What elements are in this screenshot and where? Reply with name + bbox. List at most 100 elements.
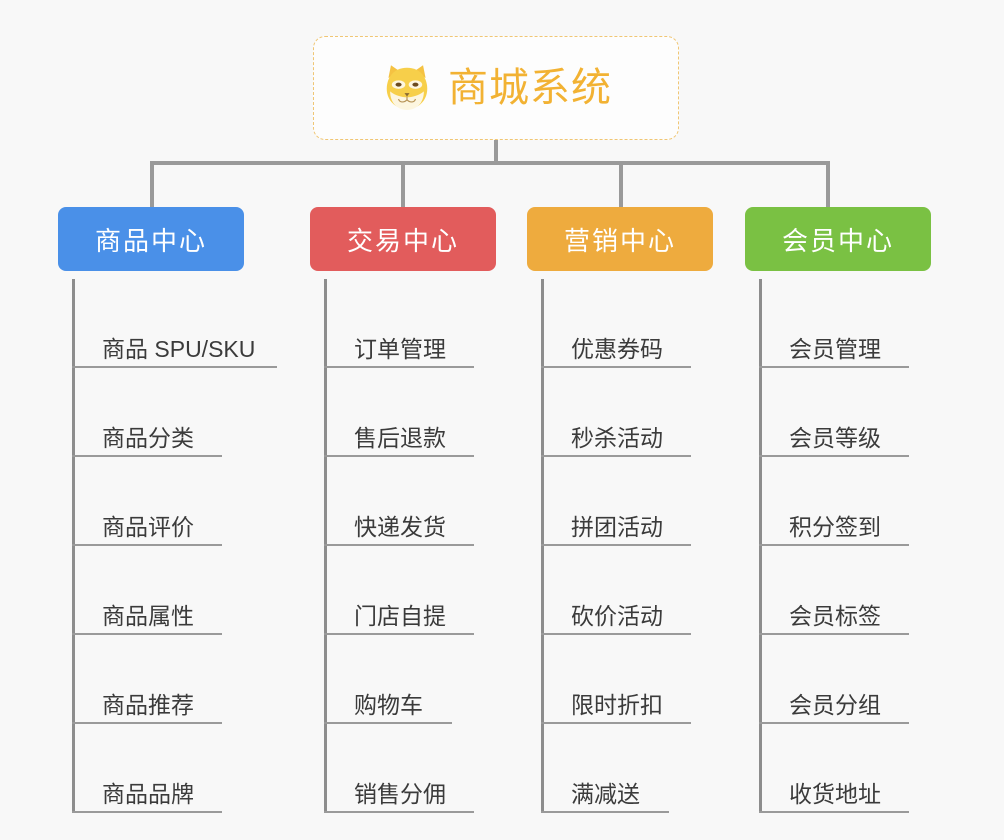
leaf-item[interactable]: 收货地址 bbox=[759, 724, 945, 813]
leaf-item[interactable]: 砍价活动 bbox=[541, 546, 727, 635]
leaf-underline bbox=[759, 722, 909, 724]
leaf-label: 拼团活动 bbox=[571, 513, 663, 540]
category-header-1[interactable]: 交易中心 bbox=[310, 207, 496, 271]
leaf-label: 限时折扣 bbox=[571, 691, 663, 718]
leaf-list-1: 订单管理 售后退款 快递发货 门店自提 购物车 bbox=[310, 279, 510, 813]
leaf-underline bbox=[72, 811, 222, 813]
leaf-underline bbox=[72, 633, 222, 635]
leaf-label: 销售分佣 bbox=[354, 780, 446, 807]
leaf-underline bbox=[759, 633, 909, 635]
leaf-underline bbox=[72, 544, 222, 546]
leaf-label: 秒杀活动 bbox=[571, 424, 663, 451]
category-header-3[interactable]: 会员中心 bbox=[745, 207, 931, 271]
leaf-label: 商品评价 bbox=[102, 513, 194, 540]
leaf-underline bbox=[541, 544, 691, 546]
category-header-0[interactable]: 商品中心 bbox=[58, 207, 244, 271]
leaf-underline bbox=[324, 811, 474, 813]
category-column-3: 会员中心 会员管理 会员等级 积分签到 会员标签 bbox=[745, 207, 945, 813]
leaf-item[interactable]: 拼团活动 bbox=[541, 457, 727, 546]
leaf-underline bbox=[759, 544, 909, 546]
leaf-underline bbox=[759, 455, 909, 457]
root-title: 商城系统 bbox=[448, 66, 612, 110]
leaf-spine bbox=[759, 279, 762, 813]
connector-drop-2 bbox=[619, 161, 623, 207]
leaf-label: 订单管理 bbox=[354, 335, 446, 362]
leaf-label: 会员分组 bbox=[789, 691, 881, 718]
leaf-item[interactable]: 商品推荐 bbox=[72, 635, 288, 724]
connector-drop-1 bbox=[401, 161, 405, 207]
leaf-underline bbox=[72, 455, 222, 457]
leaf-label: 商品 SPU/SKU bbox=[102, 335, 256, 362]
dog-face-icon bbox=[380, 61, 434, 115]
leaf-item[interactable]: 会员管理 bbox=[759, 279, 945, 368]
category-header-label: 交易中心 bbox=[346, 225, 459, 256]
leaf-item[interactable]: 会员分组 bbox=[759, 635, 945, 724]
category-column-2: 营销中心 优惠券码 秒杀活动 拼团活动 砍价活动 bbox=[527, 207, 727, 813]
leaf-underline bbox=[72, 366, 277, 368]
leaf-item[interactable]: 商品品牌 bbox=[72, 724, 288, 813]
leaf-label: 积分签到 bbox=[789, 513, 881, 540]
leaf-underline bbox=[324, 544, 474, 546]
leaf-label: 售后退款 bbox=[354, 424, 446, 451]
leaf-item[interactable]: 门店自提 bbox=[324, 546, 510, 635]
leaf-underline bbox=[324, 455, 474, 457]
leaf-spine bbox=[541, 279, 544, 813]
leaf-list-2: 优惠券码 秒杀活动 拼团活动 砍价活动 限时折扣 bbox=[527, 279, 727, 813]
leaf-label: 商品属性 bbox=[102, 602, 194, 629]
connector-bus bbox=[150, 161, 830, 165]
leaf-underline bbox=[72, 722, 222, 724]
leaf-item[interactable]: 订单管理 bbox=[324, 279, 510, 368]
leaf-label: 优惠券码 bbox=[571, 335, 663, 362]
leaf-label: 满减送 bbox=[571, 780, 640, 807]
category-column-0: 商品中心 商品 SPU/SKU 商品分类 商品评价 商品属性 bbox=[58, 207, 288, 813]
category-header-label: 会员中心 bbox=[781, 225, 894, 256]
leaf-label: 门店自提 bbox=[354, 602, 446, 629]
leaf-list-0: 商品 SPU/SKU 商品分类 商品评价 商品属性 商品推荐 bbox=[58, 279, 288, 813]
leaf-label: 砍价活动 bbox=[571, 602, 663, 629]
root-node[interactable]: 商城系统 bbox=[313, 36, 679, 140]
leaf-label: 快递发货 bbox=[354, 513, 446, 540]
leaf-label: 会员等级 bbox=[789, 424, 881, 451]
leaf-item[interactable]: 积分签到 bbox=[759, 457, 945, 546]
leaf-underline bbox=[759, 366, 909, 368]
leaf-underline bbox=[759, 811, 909, 813]
leaf-label: 会员管理 bbox=[789, 335, 881, 362]
leaf-item[interactable]: 商品评价 bbox=[72, 457, 288, 546]
leaf-item[interactable]: 售后退款 bbox=[324, 368, 510, 457]
leaf-item[interactable]: 优惠券码 bbox=[541, 279, 727, 368]
leaf-underline bbox=[541, 633, 691, 635]
leaf-item[interactable]: 商品 SPU/SKU bbox=[72, 279, 288, 368]
leaf-underline bbox=[541, 811, 669, 813]
leaf-label: 会员标签 bbox=[789, 602, 881, 629]
category-column-1: 交易中心 订单管理 售后退款 快递发货 门店自提 bbox=[310, 207, 510, 813]
leaf-item[interactable]: 销售分佣 bbox=[324, 724, 510, 813]
leaf-item[interactable]: 满减送 bbox=[541, 724, 727, 813]
leaf-spine bbox=[72, 279, 75, 813]
leaf-underline bbox=[541, 455, 691, 457]
leaf-underline bbox=[324, 722, 452, 724]
category-header-2[interactable]: 营销中心 bbox=[527, 207, 713, 271]
leaf-item[interactable]: 商品分类 bbox=[72, 368, 288, 457]
leaf-underline bbox=[541, 722, 691, 724]
leaf-underline bbox=[541, 366, 691, 368]
leaf-item[interactable]: 购物车 bbox=[324, 635, 510, 724]
leaf-spine bbox=[324, 279, 327, 813]
leaf-item[interactable]: 快递发货 bbox=[324, 457, 510, 546]
leaf-label: 商品推荐 bbox=[102, 691, 194, 718]
category-header-label: 商品中心 bbox=[94, 225, 207, 256]
leaf-item[interactable]: 秒杀活动 bbox=[541, 368, 727, 457]
leaf-item[interactable]: 商品属性 bbox=[72, 546, 288, 635]
leaf-label: 商品分类 bbox=[102, 424, 194, 451]
leaf-list-3: 会员管理 会员等级 积分签到 会员标签 会员分组 bbox=[745, 279, 945, 813]
category-header-label: 营销中心 bbox=[563, 225, 676, 256]
leaf-label: 购物车 bbox=[354, 691, 423, 718]
leaf-underline bbox=[324, 366, 474, 368]
leaf-item[interactable]: 会员等级 bbox=[759, 368, 945, 457]
leaf-underline bbox=[324, 633, 474, 635]
connector-stem bbox=[494, 140, 498, 164]
connector-drop-0 bbox=[150, 161, 154, 207]
leaf-item[interactable]: 限时折扣 bbox=[541, 635, 727, 724]
leaf-label: 商品品牌 bbox=[102, 780, 194, 807]
leaf-item[interactable]: 会员标签 bbox=[759, 546, 945, 635]
